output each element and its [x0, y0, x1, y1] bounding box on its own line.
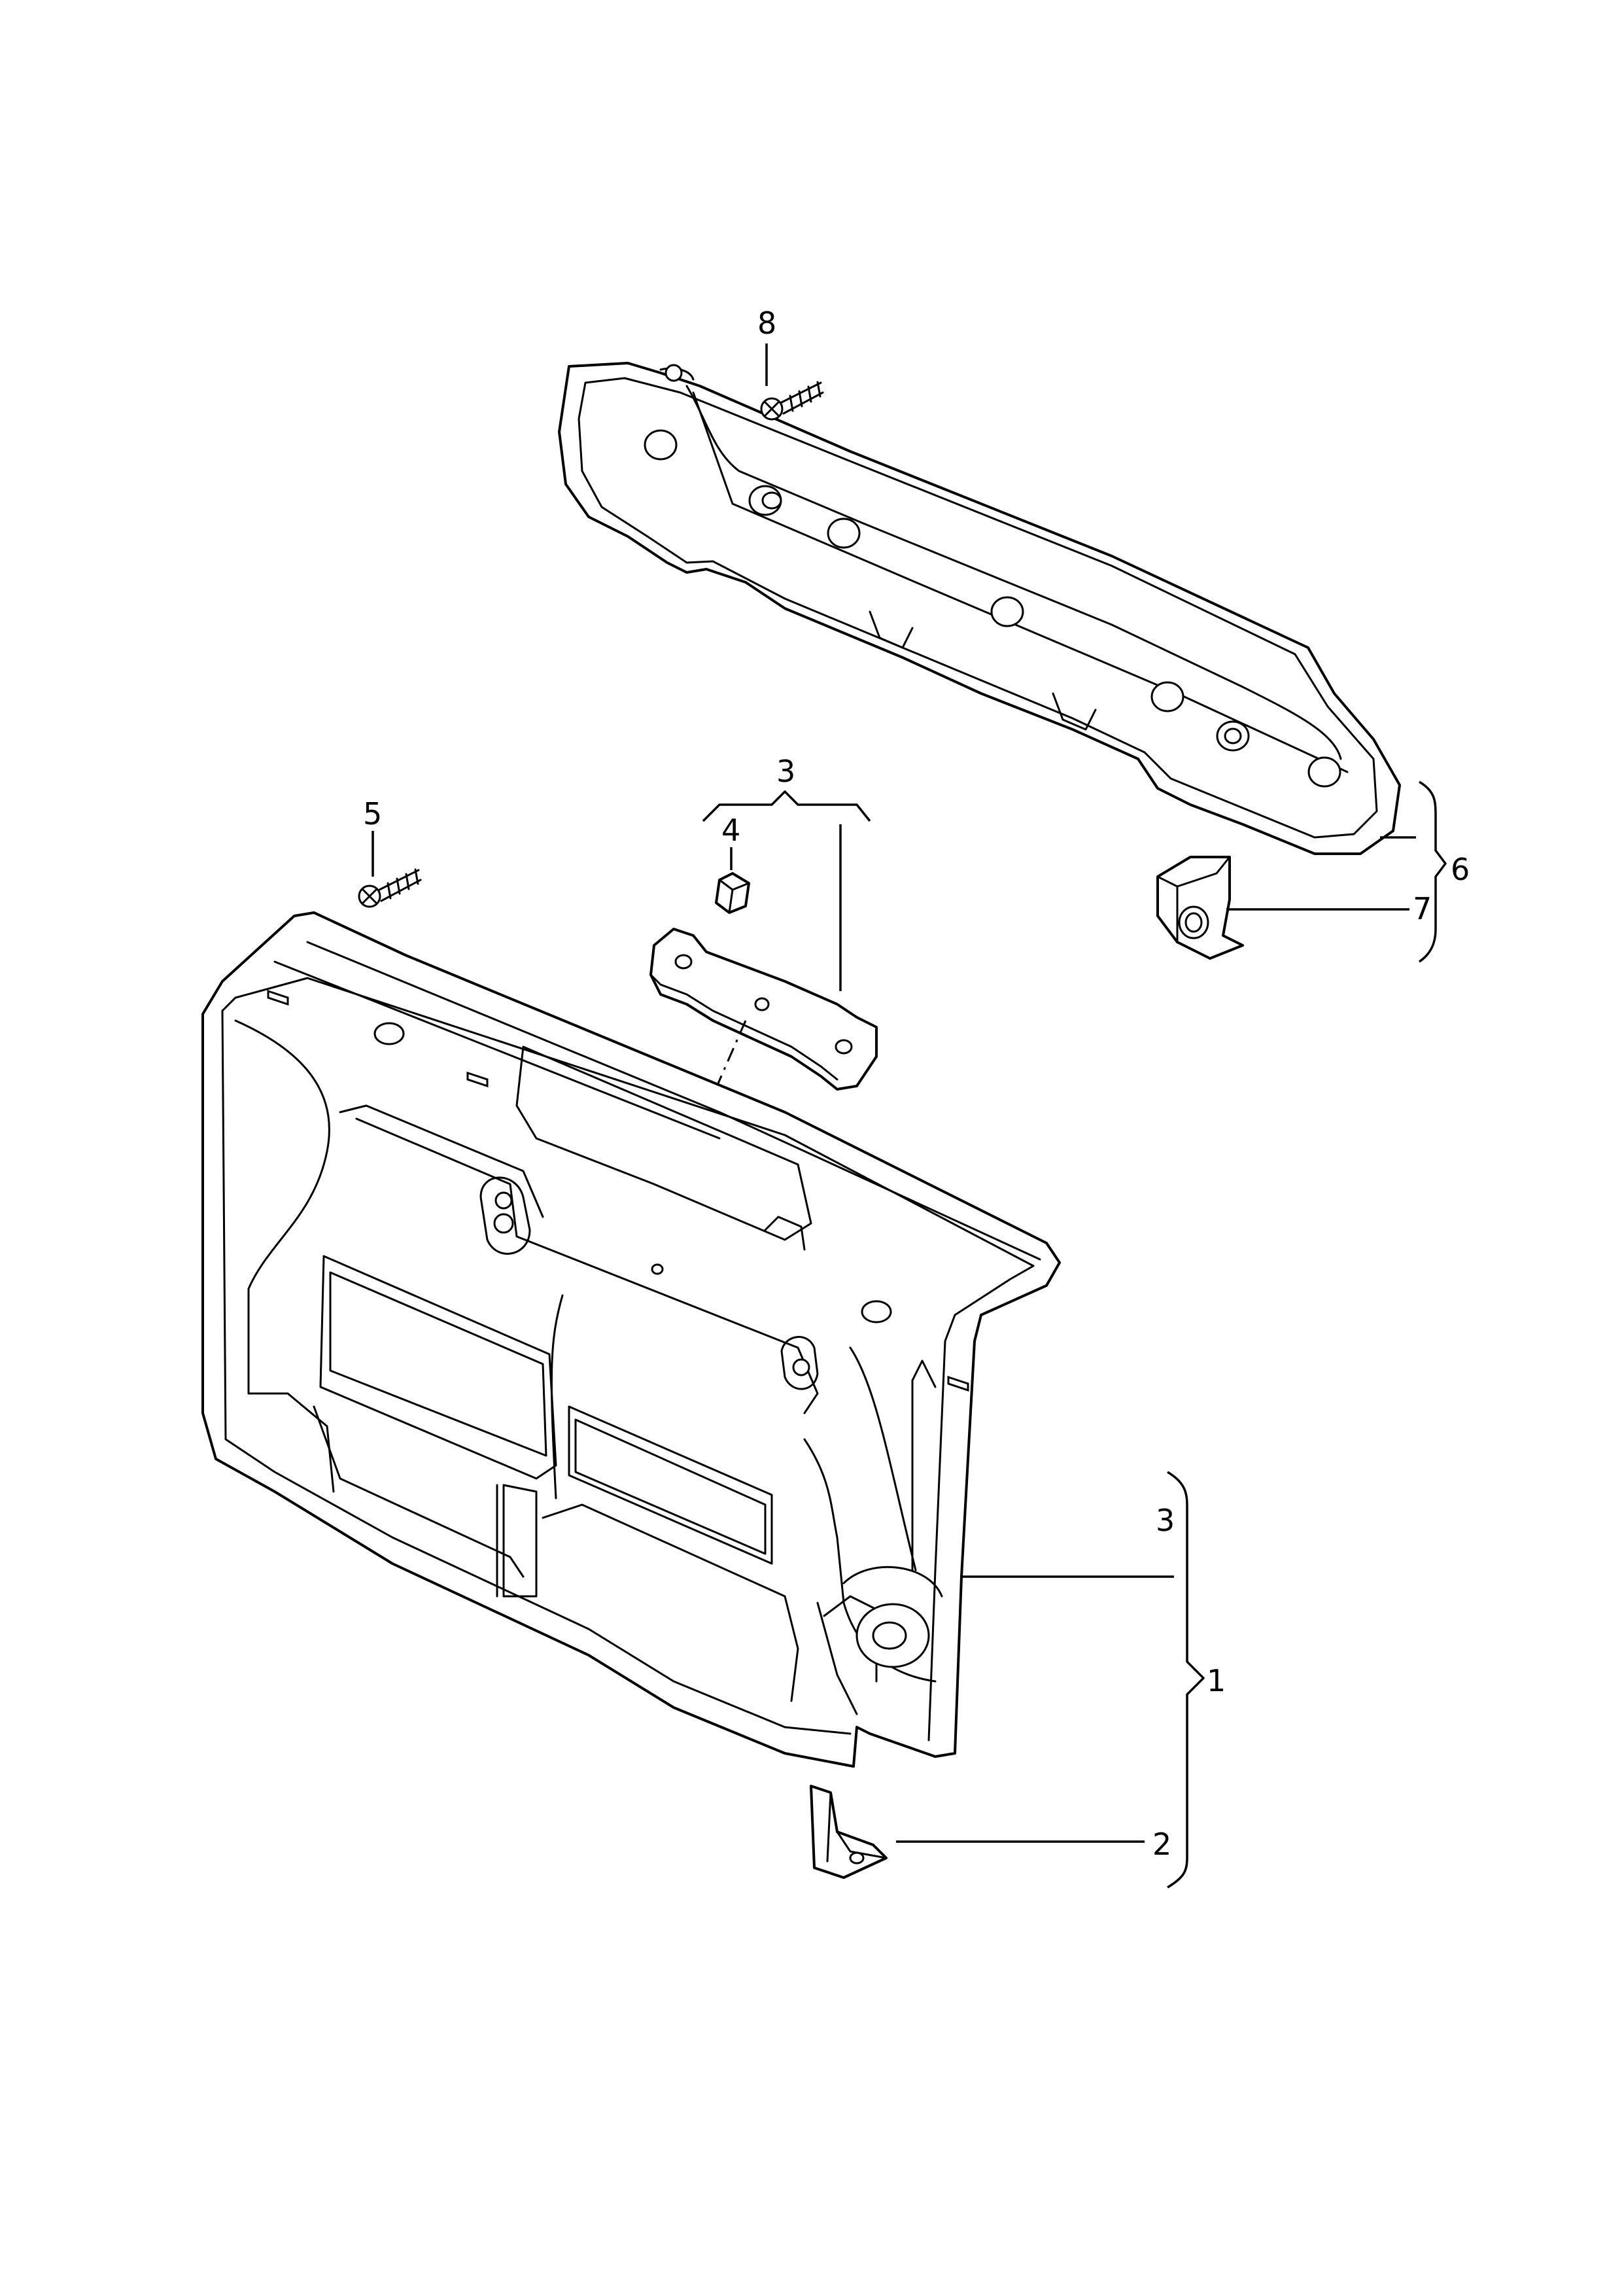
brace-3-top — [702, 790, 871, 822]
screw-8-icon — [760, 381, 824, 421]
callout-6: 6 — [1451, 852, 1470, 887]
callout-4: 4 — [721, 813, 740, 848]
brace-6 — [1419, 780, 1447, 963]
retaining-clip-7[interactable] — [1156, 856, 1244, 960]
nut-4-icon — [715, 872, 750, 914]
small-bracket-2[interactable] — [810, 1785, 888, 1879]
grouping-braces — [702, 780, 1447, 1889]
callout-5: 5 — [363, 796, 382, 832]
brace-1 — [1167, 1471, 1205, 1889]
upper-crossmember[interactable] — [558, 362, 1401, 855]
callout-7: 7 — [1413, 891, 1432, 926]
rear-panel[interactable] — [201, 911, 1061, 1768]
callout-3-top: 3 — [776, 754, 795, 789]
screw-5-icon — [358, 868, 422, 908]
callout-8: 8 — [757, 306, 776, 341]
callout-labels: 8 3 4 5 6 7 3 1 2 — [363, 306, 1470, 1862]
leader-lines — [371, 343, 1416, 1843]
callout-2: 2 — [1152, 1827, 1171, 1862]
callout-1: 1 — [1207, 1663, 1226, 1698]
callout-3-right: 3 — [1156, 1503, 1175, 1538]
reinforcement-plate[interactable] — [649, 928, 878, 1091]
